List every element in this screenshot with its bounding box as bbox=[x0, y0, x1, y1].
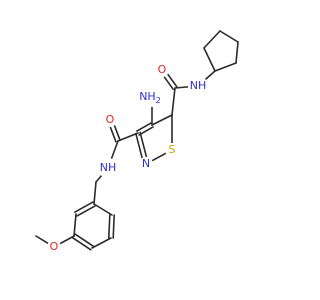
bond-C_amide3-N_amide3 bbox=[110, 140, 119, 160]
atom-label-background bbox=[139, 157, 153, 171]
bond-C_amide3-O_amide3-line-a bbox=[113, 124, 121, 142]
bond-N2-C3-line-a bbox=[139, 131, 148, 158]
atom-label-background bbox=[188, 76, 208, 96]
bond-Cp3-Cp4 bbox=[219, 30, 239, 43]
bond-C_amide5-O_amide5-line-a bbox=[167, 73, 178, 88]
bond-Cp5-Cp1 bbox=[214, 62, 237, 72]
bond-N2-C3-line-b bbox=[135, 132, 143, 159]
atom-label-background bbox=[47, 240, 61, 254]
bond-C_amide3-O_amide3-line-b bbox=[109, 126, 117, 143]
atom-label-background bbox=[155, 63, 169, 77]
bond-Ar6-Ar1 bbox=[93, 203, 113, 216]
atom-label-background bbox=[165, 143, 179, 157]
bond-C3-C4-line-a bbox=[138, 126, 154, 136]
bond-Cp4-Cp5 bbox=[235, 41, 239, 64]
bond-C4-C5 bbox=[151, 114, 173, 126]
bonds-layer bbox=[35, 30, 239, 251]
bond-Ar1-Ar2-line-a bbox=[74, 201, 94, 213]
bond-C3-C4-line-b bbox=[136, 122, 152, 132]
bond-C5-C_amide5 bbox=[171, 87, 176, 116]
bond-C3-C_amide3 bbox=[117, 132, 139, 142]
bond-Ar5-Ar6-line-b bbox=[108, 214, 111, 239]
bond-Ar1-Ar2-line-b bbox=[76, 205, 96, 217]
atom-S1: S bbox=[165, 143, 179, 157]
atom-N2: N bbox=[139, 157, 153, 171]
diagram-background bbox=[0, 0, 300, 300]
atom-O_amide5: O bbox=[155, 63, 169, 77]
atom-label-N_amide5: NH bbox=[190, 79, 207, 92]
atom-label-S1: S bbox=[169, 143, 176, 156]
atom-N_amino: NH2 bbox=[139, 87, 162, 107]
atom-label-O_amide5: O bbox=[158, 63, 167, 76]
atom-N_amide5: NH bbox=[188, 76, 208, 96]
bond-C_amide5-O_amide5-line-b bbox=[163, 76, 175, 91]
bond-Ar3-Ar4-line-b bbox=[74, 233, 95, 247]
bond-Ar3-O_methoxy bbox=[59, 235, 75, 245]
bond-C_amide5-N_amide5 bbox=[174, 86, 189, 89]
atom-label-background bbox=[142, 87, 162, 107]
atom-label-subscript: 2 bbox=[156, 96, 161, 105]
bond-S1-N2 bbox=[151, 152, 167, 162]
atom-label-O_methoxy: O bbox=[50, 240, 59, 253]
atom-label-background bbox=[98, 158, 118, 178]
atom-label-N_amide3: NH bbox=[100, 161, 117, 174]
atom-label-background bbox=[103, 113, 117, 127]
bond-Ar3-Ar4-line-a bbox=[71, 237, 92, 251]
atom-label-N2: N bbox=[142, 157, 150, 170]
bond-Cp1-Cp2 bbox=[203, 47, 216, 72]
bond-Ar5-Ar6-line-a bbox=[112, 214, 115, 239]
bond-N_amide3-CH2 bbox=[95, 174, 103, 183]
atom-N_amide3: NH bbox=[98, 158, 118, 178]
bond-Ar2-Ar3 bbox=[73, 213, 77, 237]
bond-CH2-Ar1 bbox=[93, 181, 97, 205]
bond-O_methoxy-CH3 bbox=[35, 235, 49, 245]
atom-label-O_amide3: O bbox=[106, 113, 115, 126]
atom-O_amide3: O bbox=[103, 113, 117, 127]
atom-O_methoxy: O bbox=[47, 240, 61, 254]
bond-Ar4-Ar5 bbox=[91, 237, 112, 249]
bond-N_amide5-Cp1 bbox=[204, 70, 216, 81]
atom-label-N_amino: NH2 bbox=[139, 90, 161, 105]
bond-Cp2-Cp3 bbox=[203, 30, 221, 49]
